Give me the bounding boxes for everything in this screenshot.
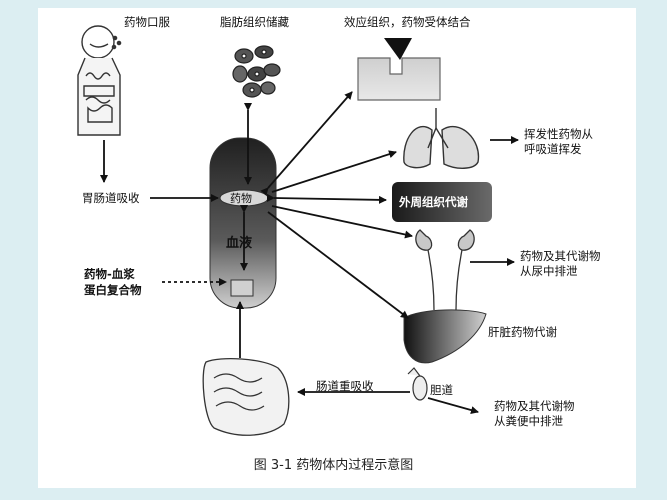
kidneys-icon — [415, 229, 475, 311]
label-feces-2: 从粪便中排泄 — [494, 414, 563, 428]
label-gallbladder: 胆道 — [430, 383, 453, 397]
diagram-panel — [38, 8, 636, 488]
human-body-icon — [77, 25, 122, 136]
arrow-blood-liver — [267, 211, 409, 319]
fat-cells-icon — [232, 45, 281, 98]
label-fat: 脂肪组织储藏 — [220, 15, 289, 29]
label-blood: 血液 — [226, 236, 253, 251]
arrow-to-feces — [427, 397, 479, 414]
receptor-icon — [357, 38, 441, 101]
peripheral-tissue-box — [392, 182, 492, 222]
lungs-icon — [403, 108, 480, 169]
label-drug: 药物 — [230, 192, 252, 205]
gallbladder-icon — [407, 367, 428, 401]
label-effector: 效应组织，药物受体结合 — [344, 15, 471, 29]
blood-vessel — [209, 137, 277, 309]
label-liver: 肝脏药物代谢 — [488, 325, 557, 339]
arrow-blood-kidneys — [271, 205, 413, 239]
label-urine-2: 从尿中排泄 — [520, 264, 578, 278]
arrow-blood-peripheral — [266, 193, 387, 204]
liver-icon — [403, 309, 487, 364]
label-urine-1: 药物及其代谢物 — [520, 249, 601, 263]
label-protein-2: 蛋白复合物 — [84, 283, 142, 297]
label-volatile-2: 呼吸道挥发 — [524, 142, 582, 156]
label-peripheral: 外周组织代谢 — [399, 195, 468, 209]
label-volatile-1: 挥发性药物从 — [524, 127, 593, 141]
label-oral: 药物口服 — [124, 15, 170, 29]
label-protein-1: 药物-血浆 — [84, 267, 135, 281]
label-reabsorb: 肠道重吸收 — [316, 379, 374, 393]
arrow-effector-blood — [260, 91, 353, 196]
label-gi-absorb: 胃肠道吸收 — [82, 191, 140, 205]
label-feces-1: 药物及其代谢物 — [494, 399, 575, 413]
intestines-icon — [202, 358, 290, 436]
protein-complex-box — [230, 279, 254, 297]
figure-caption: 图 3-1 药物体内过程示意图 — [253, 458, 414, 473]
arrow-blood-lungs — [271, 150, 397, 193]
